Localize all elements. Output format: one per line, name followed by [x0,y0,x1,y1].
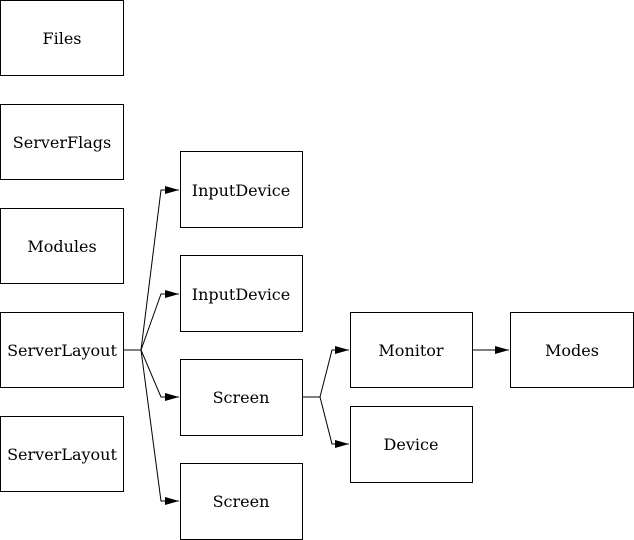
node-screen-1: Screen [180,359,303,436]
node-serverlayout-2-label: ServerLayout [7,445,117,464]
node-serverflags: ServerFlags [0,104,124,180]
node-inputdevice-2: InputDevice [180,255,303,332]
node-serverlayout-2: ServerLayout [0,416,124,492]
node-serverflags-label: ServerFlags [13,133,111,152]
node-screen-2: Screen [180,463,303,540]
node-modes: Modes [510,312,634,388]
node-serverlayout-1: ServerLayout [0,312,124,388]
node-device: Device [350,406,473,483]
edge-screen-monitor [302,346,349,398]
node-monitor: Monitor [350,312,473,388]
edge-serverlayout-screen-1 [140,349,179,401]
edges [124,186,509,505]
node-inputdevice-1-label: InputDevice [192,181,290,200]
node-screen-2-label: Screen [213,492,270,511]
node-files-label: Files [42,29,81,48]
edge-serverlayout-screen-2 [140,349,179,505]
node-modules-label: Modules [27,237,96,256]
node-monitor-label: Monitor [378,341,444,360]
node-files: Files [0,0,124,76]
node-serverlayout-1-label: ServerLayout [7,341,117,360]
edge-screen-device [319,396,349,448]
node-inputdevice-1: InputDevice [180,151,303,228]
edge-serverlayout-inputdevice-2 [140,290,179,351]
edge-serverlayout-inputdevice-1 [124,186,179,351]
node-modes-label: Modes [545,341,599,360]
node-modules: Modules [0,208,124,284]
node-screen-1-label: Screen [213,388,270,407]
node-device-label: Device [384,435,439,454]
node-inputdevice-2-label: InputDevice [192,285,290,304]
